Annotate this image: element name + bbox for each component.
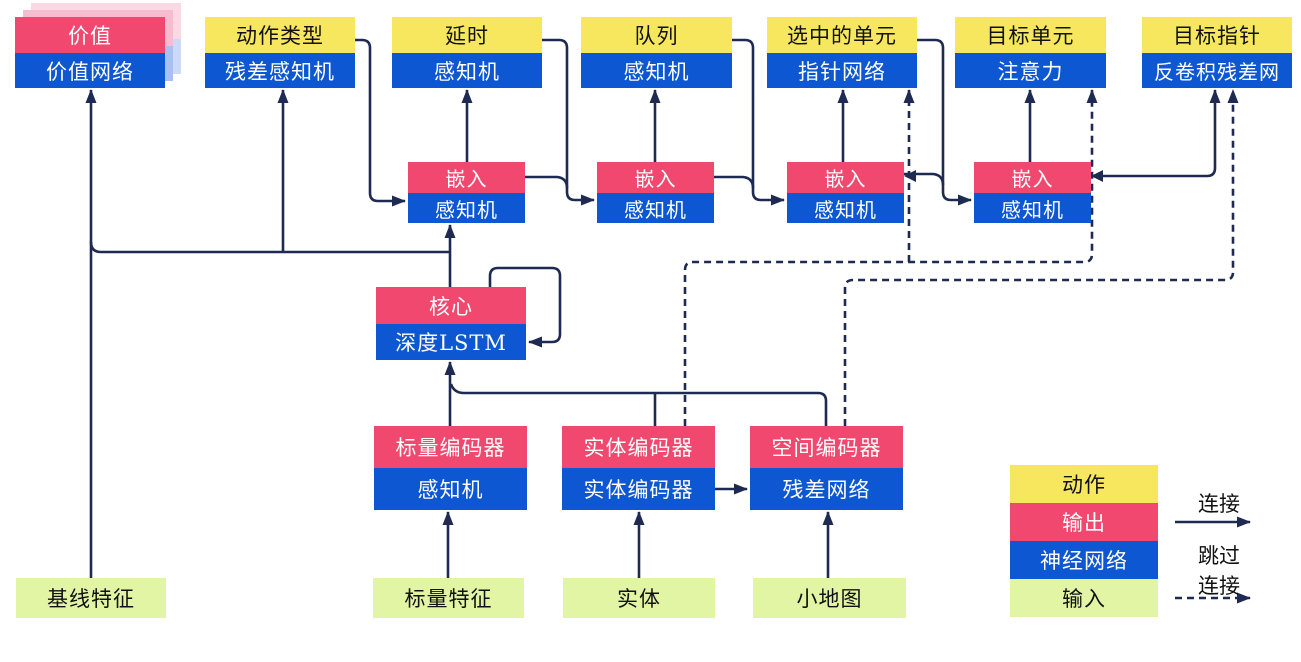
legend-network-label: 神经网络 [1010,541,1158,579]
node-target-pointer: 目标指针 反卷积残差网 [1142,17,1292,88]
node-value: 价值 价值网络 [15,17,165,88]
legend-skip-label-line2: 连接 [1198,574,1240,598]
queue-network-label: 感知机 [581,53,732,88]
scalar-encoder-network-label: 感知机 [374,468,527,510]
minimap-label: 小地图 [753,578,906,618]
node-selected-units: 选中的单元 指针网络 [767,17,917,88]
node-embedding-4: 嵌入 感知机 [974,162,1091,223]
node-target-unit: 目标单元 注意力 [955,17,1106,88]
node-minimap: 小地图 [753,578,906,618]
scalar-features-label: 标量特征 [373,578,524,618]
target-pointer-label: 目标指针 [1142,17,1292,53]
baseline-features-label: 基线特征 [16,578,166,618]
embedding-network-label: 感知机 [597,193,714,223]
target-unit-network-label: 注意力 [955,53,1106,88]
action-type-network-label: 残差感知机 [205,53,355,88]
target-pointer-network-label: 反卷积残差网 [1142,53,1292,88]
spatial-encoder-network-label: 残差网络 [750,468,903,510]
core-network-label: 深度LSTM [376,324,526,360]
queue-label: 队列 [581,17,732,53]
node-entities: 实体 [563,578,715,618]
embedding-network-label: 感知机 [787,193,904,223]
node-embedding-3: 嵌入 感知机 [787,162,904,223]
action-type-label: 动作类型 [205,17,355,53]
embedding-label: 嵌入 [787,162,904,193]
value-network-label: 价值网络 [15,53,165,88]
embedding-label: 嵌入 [408,162,525,193]
legend-action-label: 动作 [1010,465,1158,503]
skip-connectors [683,89,1251,604]
embedding-network-label: 感知机 [408,193,525,223]
node-queue: 队列 感知机 [581,17,732,88]
node-scalar-encoder: 标量编码器 感知机 [374,426,527,510]
legend-connection-label: 连接 [1198,492,1240,516]
entities-label: 实体 [563,578,715,618]
node-action-type: 动作类型 残差感知机 [205,17,355,88]
node-spatial-encoder: 空间编码器 残差网络 [750,426,903,510]
delay-network-label: 感知机 [392,53,542,88]
scalar-encoder-label: 标量编码器 [374,426,527,468]
embedding-label: 嵌入 [974,162,1091,193]
value-output-label: 价值 [15,17,165,53]
spatial-encoder-label: 空间编码器 [750,426,903,468]
selected-units-label: 选中的单元 [767,17,917,53]
node-delay: 延时 感知机 [392,17,542,88]
embedding-label: 嵌入 [597,162,714,193]
skip-arrow-into-embed3 [904,170,916,182]
node-baseline-features: 基线特征 [16,578,166,618]
embedding-network-label: 感知机 [974,193,1091,223]
target-unit-label: 目标单元 [955,17,1106,53]
core-label: 核心 [376,287,526,324]
node-embedding-1: 嵌入 感知机 [408,162,525,223]
entity-encoder-label: 实体编码器 [562,426,715,468]
legend-skip-label-line1: 跳过 [1198,544,1240,568]
legend-output-label: 输出 [1010,503,1158,541]
delay-label: 延时 [392,17,542,53]
node-entity-encoder: 实体编码器 实体编码器 [562,426,715,510]
legend-input-label: 输入 [1010,579,1158,617]
node-scalar-features: 标量特征 [373,578,524,618]
solid-connectors [85,38,1251,578]
entity-encoder-network-label: 实体编码器 [562,468,715,510]
legend-color-key: 动作 输出 神经网络 输入 [1010,465,1158,617]
selected-units-network-label: 指针网络 [767,53,917,88]
node-core: 核心 深度LSTM [376,287,526,360]
node-embedding-2: 嵌入 感知机 [597,162,714,223]
skip-arrow-into-embed4 [1091,170,1103,182]
